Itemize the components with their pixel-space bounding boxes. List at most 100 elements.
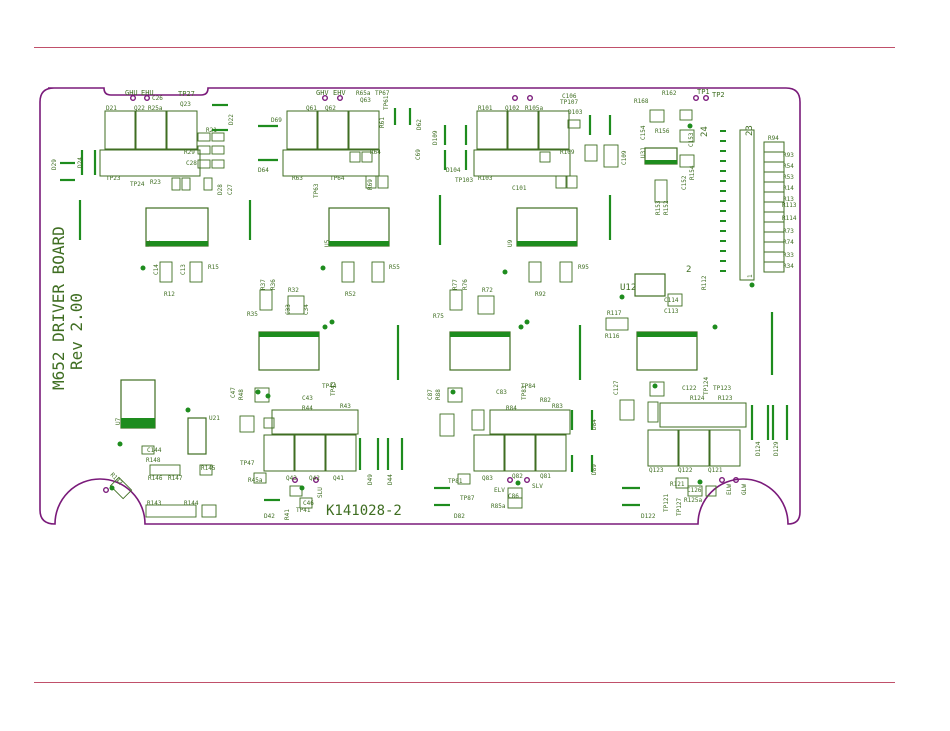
ref-designator-d44: D44 [387,474,394,485]
ref-designator-r25a: R25a [148,105,163,112]
ref-designator-slv: SLV [532,483,543,490]
ref-designator-r123: R123 [718,395,733,402]
ref-designator-q121: Q121 [708,467,723,474]
ref-designator-c83: C83 [496,389,507,396]
ref-designator-d82: D82 [454,513,465,520]
ref-designator-tp127: TP127 [676,498,683,516]
ref-designator-r29: R29 [184,149,195,156]
ref-designator-r13: R13 [783,196,794,203]
ref-designator-tp83: TP83 [521,385,528,400]
ref-designator-r144: R144 [184,500,199,507]
board-part-number: K141028-2 [326,503,402,519]
ref-designator-c122: C122 [682,385,697,392]
ref-designator-tp67: TP67 [375,90,390,97]
ref-designator-c86: C86 [508,493,519,500]
ref-designator-tp124: TP124 [703,377,710,395]
ref-designator-r117: R117 [607,310,622,317]
ref-designator-c43: C43 [302,395,313,402]
ref-designator-r14: R14 [783,185,794,192]
ref-designator-q62: Q62 [325,105,336,112]
ref-designator-elv: ELV [494,487,505,494]
ref-designator-d109: D109 [432,130,439,145]
ref-designator-r116: R116 [605,333,620,340]
ref-designator-r113: R113 [782,202,797,209]
ref-designator-r101: R101 [478,105,493,112]
ref-designator-r152: R152 [663,200,670,215]
via-rings [102,94,740,494]
ref-designator-r12: R12 [164,291,175,298]
ref-designator-tp64: TP64 [330,175,345,182]
ref-designator-r21: R21 [206,127,217,134]
ref-designator-tp47: TP47 [240,460,255,467]
ref-designator-q122: Q122 [678,467,693,474]
ref-designator-c153: C153 [688,132,695,147]
ic-u1 [145,207,209,247]
ref-designator-ghu: GHU [125,89,138,97]
ref-designator-c109: C109 [621,150,628,165]
ref-designator-r153: R153 [655,200,662,215]
ref-designator-d29: D29 [51,159,58,170]
ref-designator-r94: R94 [768,135,779,142]
ref-designator-q63: Q63 [360,97,371,104]
ref-designator-ghv: GHV [316,89,329,97]
ref-designator-r95: R95 [578,264,589,271]
ref-designator-c27: C27 [227,184,234,195]
ref-designator-r77: R77 [452,279,459,290]
transistor-packages [99,110,747,472]
board-title: M652 DRIVER BOARD [49,226,68,390]
ref-designator-d42: D42 [264,513,275,520]
ref-designator-c113: C113 [664,308,679,315]
ref-designator-1: 1 [747,274,754,278]
ref-designator-q82: Q82 [512,473,523,480]
ic-upper-2 [258,331,320,371]
ref-designator-tp23: TP23 [106,175,121,182]
ref-designator-23: 23 [745,125,755,136]
ref-designator-r156: R156 [655,128,670,135]
ref-designator-r114: R114 [782,215,797,222]
ref-designator-tp81: TP81 [448,478,463,485]
top-rule [34,47,895,48]
ref-designator-c87: C87 [427,389,434,400]
ref-designator-d124: D124 [755,441,762,456]
ref-designator-r105a: R105a [525,105,543,112]
ref-designator-u12: U12 [620,283,636,293]
ref-designator-tp2: TP2 [712,91,725,99]
ref-designator-ehv: EHV [333,89,346,97]
ref-designator-r112: R112 [701,275,708,290]
ref-designator-2: 2 [686,265,691,275]
ref-designator-d49: D49 [367,474,374,485]
ref-designator-ehu: EHU [141,89,154,97]
ic-pin1-bars [121,160,697,428]
ref-designator-c13: C13 [180,264,187,275]
ref-designator-r82: R82 [540,397,551,404]
ref-designator-c114: C114 [664,297,679,304]
ref-designator-d122: D122 [641,513,656,520]
ic-u21 [187,417,207,455]
ref-designator-r61: R61 [379,117,386,128]
ref-designator-d28: D28 [217,184,224,195]
ref-designator-tp41: TP41 [296,507,311,514]
ref-designator-d103: D103 [568,109,583,116]
ref-designator-tp43: TP43 [330,381,337,396]
ref-designator-q23: Q23 [180,101,191,108]
ref-designator-r63: R63 [292,175,303,182]
ref-designator-q81: Q81 [540,473,551,480]
ref-designator-c34: C34 [303,304,310,315]
ref-designator-r48: R48 [238,389,245,400]
ref-designator-r43: R43 [340,403,351,410]
ref-designator-tp123: TP123 [713,385,731,392]
ref-designator-d129: D129 [773,441,780,456]
diode-symbols [60,103,789,507]
connector-pads [720,130,726,272]
ref-designator-r36: R36 [270,279,277,290]
ref-designator-tp103: TP103 [455,177,473,184]
ref-designator-c46: C46 [303,500,314,507]
ref-designator-r154: R154 [689,165,696,180]
ref-designator-c152: C152 [681,175,688,190]
ref-designator-c69: C69 [415,149,422,160]
board-outline [39,87,801,525]
ref-designator-tp63: TP63 [313,183,320,198]
ref-designator-r145: R145 [201,465,216,472]
ref-designator-r162: R162 [662,90,677,97]
